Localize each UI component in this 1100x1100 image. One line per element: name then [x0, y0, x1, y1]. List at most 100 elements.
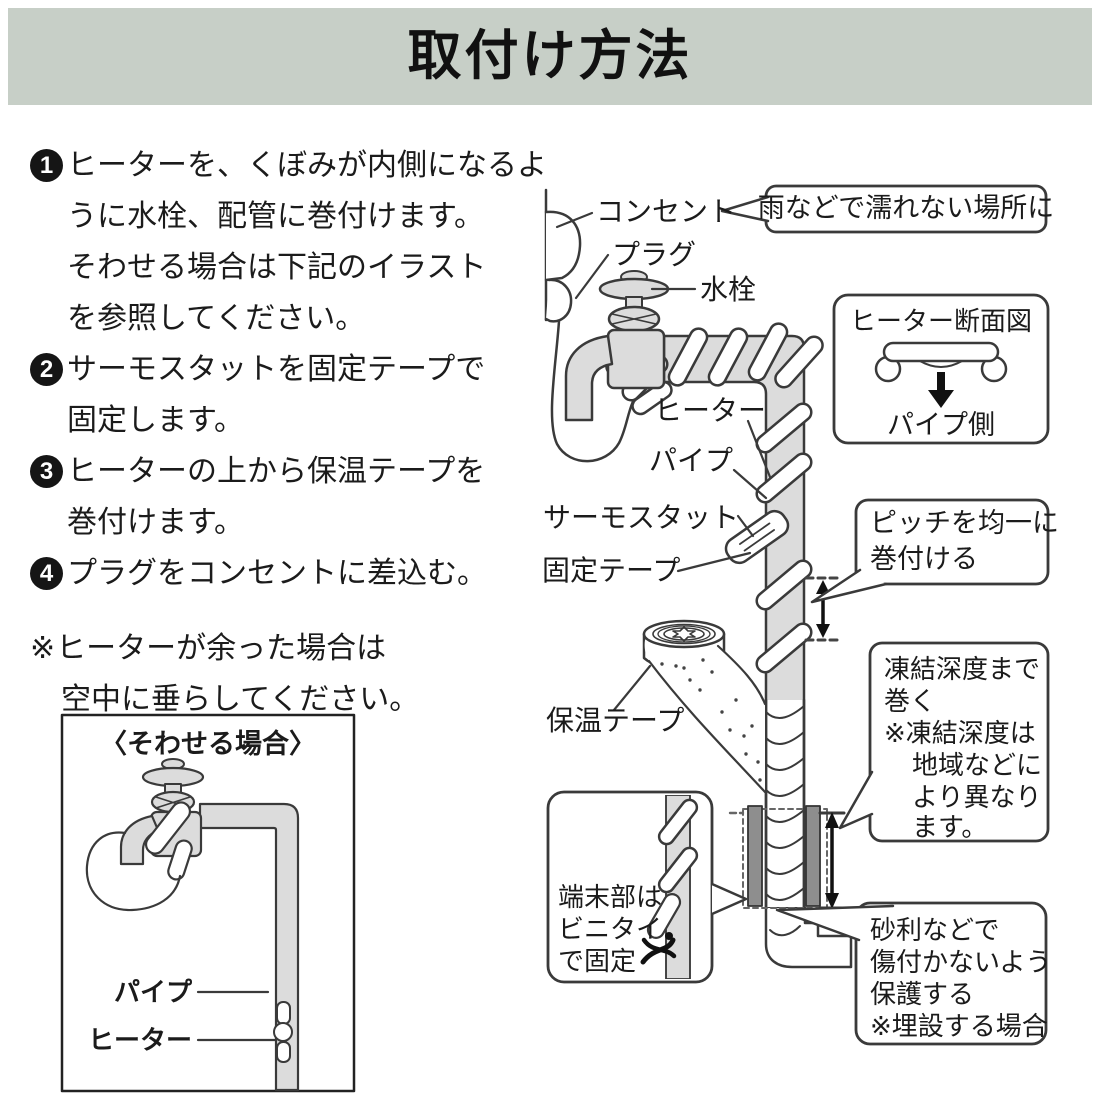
- freeze-note-line: 凍結深度まで: [884, 654, 1040, 684]
- inset-heater-on-pipe: [276, 1001, 291, 1025]
- pitch-callout-bubble: [854, 498, 1050, 586]
- cross-section-bar: [882, 341, 1000, 363]
- rain-callout-tail: [720, 195, 770, 223]
- tape-band-fill: [644, 640, 765, 792]
- faucet-body: [606, 328, 666, 390]
- inset-heater-label: ヒーター: [88, 1025, 192, 1055]
- step-text: プラグをコンセントに差込む。: [67, 557, 487, 590]
- leader-lines: [555, 211, 772, 712]
- note-text: 空中に垂らしてください。: [61, 683, 420, 716]
- page-title: 取付け方法: [407, 26, 693, 86]
- cross-section-box: [832, 293, 1050, 445]
- freeze-note-line: ます。: [912, 812, 987, 842]
- step-text: 巻付けます。: [67, 506, 244, 539]
- plug-label: プラグ: [612, 239, 696, 270]
- freeze-note-line: ※凍結深度は: [884, 718, 1036, 748]
- protection-plate-right: [805, 805, 821, 907]
- leftover-heater-note: ※ヒーターが余った場合は 空中に垂らしてください。: [30, 623, 570, 725]
- inset-heater-cord: [85, 831, 182, 912]
- depth-arrow-head-bottom: [825, 893, 839, 909]
- step-number-2: 2: [30, 353, 63, 386]
- terminal-note-line: で固定: [558, 946, 636, 976]
- inset-pipe-label: パイプ: [114, 977, 193, 1007]
- faucet-label: 水栓: [700, 274, 756, 305]
- step-text: ヒーターを、くぼみが内側になるよ: [67, 149, 547, 182]
- gravel-callout-tail: [775, 904, 895, 942]
- tape-roll-ring: [652, 623, 716, 645]
- inset-heater-end: [167, 839, 193, 881]
- tape-roll-hub: [672, 626, 696, 642]
- fixing-tape-label: 固定テープ: [542, 555, 680, 586]
- freeze-note-line: より異なり: [912, 782, 1041, 812]
- plug-shape: [544, 278, 573, 323]
- gravel-note-line: ※埋設する場合: [870, 1011, 1048, 1041]
- pipe-taped-section: [767, 700, 803, 907]
- note-text: ヒーターが余った場合は: [56, 632, 387, 665]
- step-text: そわせる場合は下記のイラスト: [67, 251, 487, 284]
- cross-section-title: ヒーター断面図: [850, 306, 1032, 336]
- depth-arrow-head-top: [825, 812, 839, 828]
- pitch-arrow-head-top: [816, 580, 830, 594]
- inset-heater-on-pipe: [276, 1041, 291, 1063]
- cross-section-arrow-head: [928, 390, 954, 408]
- inset-heater-bulge: [273, 1022, 293, 1042]
- outlet-shape: [544, 210, 582, 282]
- pitch-callout-tail: [810, 568, 888, 604]
- freeze-note-line: 巻く: [884, 686, 936, 716]
- cross-section-groove: [919, 360, 963, 368]
- tape-dots: [660, 658, 762, 782]
- pitch-arrow-head-bottom: [816, 624, 830, 638]
- heater-cord: [550, 319, 645, 463]
- main-diagram: コンセント プラグ 水栓 ヒーター パイプ サーモスタット 固定テープ 保温テー…: [542, 184, 1059, 1046]
- terminal-illustration: [640, 795, 699, 979]
- freeze-callout-bubble: [868, 641, 1050, 843]
- burial-dashed-zone: [742, 808, 828, 909]
- inset-diagram: 〈そわせる場合〉 パイプ ヒーター: [60, 713, 356, 1093]
- cross-section-arrow-shaft: [937, 372, 945, 392]
- step-text: うに水栓、配管に巻付けます。: [67, 200, 484, 233]
- step-number-3: 3: [30, 455, 63, 488]
- terminal-box-tail: [710, 882, 748, 916]
- inset-heater-wrap: [144, 801, 192, 855]
- inset-title: 〈そわせる場合〉: [100, 728, 316, 759]
- terminal-note-line: ビニタイ: [558, 914, 662, 944]
- tape-roll-ring: [657, 625, 711, 643]
- tape-winding-texture: [765, 705, 805, 902]
- tape-band-edges: [647, 644, 767, 794]
- pitch-note-line: ピッチを均一に: [870, 508, 1059, 538]
- inset-border: [60, 713, 356, 1093]
- thermostat-label: サーモスタット: [543, 502, 739, 533]
- terminal-note-line: 端末部は: [558, 882, 662, 912]
- gravel-note-line: 傷付かないよう: [870, 947, 1051, 977]
- step-text: を参照してください。: [67, 302, 366, 335]
- step-text: サーモスタットを固定テープで: [67, 353, 486, 386]
- faucet-spout: [564, 334, 614, 422]
- protection-plate-left: [747, 805, 763, 907]
- step-number-4: 4: [30, 557, 63, 590]
- freeze-callout-tail: [838, 770, 874, 830]
- gravel-note-line: 保護する: [870, 979, 974, 1009]
- heater-label: ヒーター: [654, 395, 766, 426]
- elbow-tape-line: [769, 925, 801, 937]
- pipe-taped-edges: [764, 698, 806, 910]
- pipe-label: パイプ: [649, 445, 733, 476]
- elbow-fill: [766, 908, 851, 967]
- pitch-note-line: 巻付ける: [870, 544, 978, 574]
- note-marker: ※: [30, 632, 56, 665]
- rain-callout-text: 雨などで濡れない場所に: [758, 193, 1054, 223]
- gravel-note-line: 砂利などで: [870, 915, 999, 945]
- freeze-note-line: 地域などに: [912, 750, 1042, 780]
- faucet-packing-pattern: [611, 313, 657, 325]
- insulation-tape-label: 保温テープ: [546, 705, 684, 736]
- step-text: 固定します。: [67, 404, 244, 437]
- step-text: ヒーターの上から保温テープを: [67, 455, 486, 488]
- outlet-label: コンセント: [596, 196, 736, 227]
- step-number-1: 1: [30, 149, 63, 182]
- thermostat-shape: [724, 509, 790, 565]
